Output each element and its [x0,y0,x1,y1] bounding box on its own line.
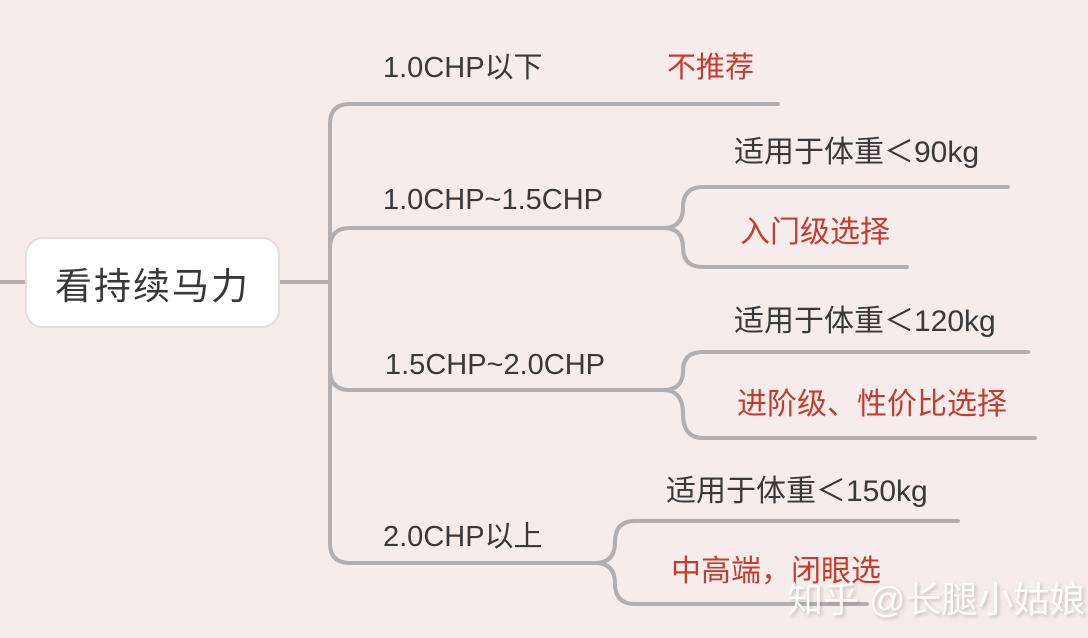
child-node-weight-150kg[interactable]: 适用于体重＜150kg [666,475,928,508]
child-node-weight-120kg[interactable]: 适用于体重＜120kg [734,305,996,338]
child-node-high-end[interactable]: 中高端，闭眼选 [671,555,881,588]
child-node-entry-level[interactable]: 入门级选择 [740,216,890,249]
child-node-weight-90kg[interactable]: 适用于体重＜90kg [734,136,980,169]
branch-label-1[interactable]: 1.0CHP以下 [383,52,543,84]
watermark: 知乎 @长腿小姑娘 [787,579,1086,620]
branch-label-2[interactable]: 1.0CHP~1.5CHP [383,184,604,216]
branch-label-3[interactable]: 1.5CHP~2.0CHP [385,349,606,381]
root-node[interactable]: 看持续马力 [25,237,280,328]
child-node-advanced-value[interactable]: 进阶级、性价比选择 [737,388,1007,421]
branch-label-4[interactable]: 2.0CHP以上 [383,521,543,553]
branch-1-note[interactable]: 不推荐 [667,52,755,84]
